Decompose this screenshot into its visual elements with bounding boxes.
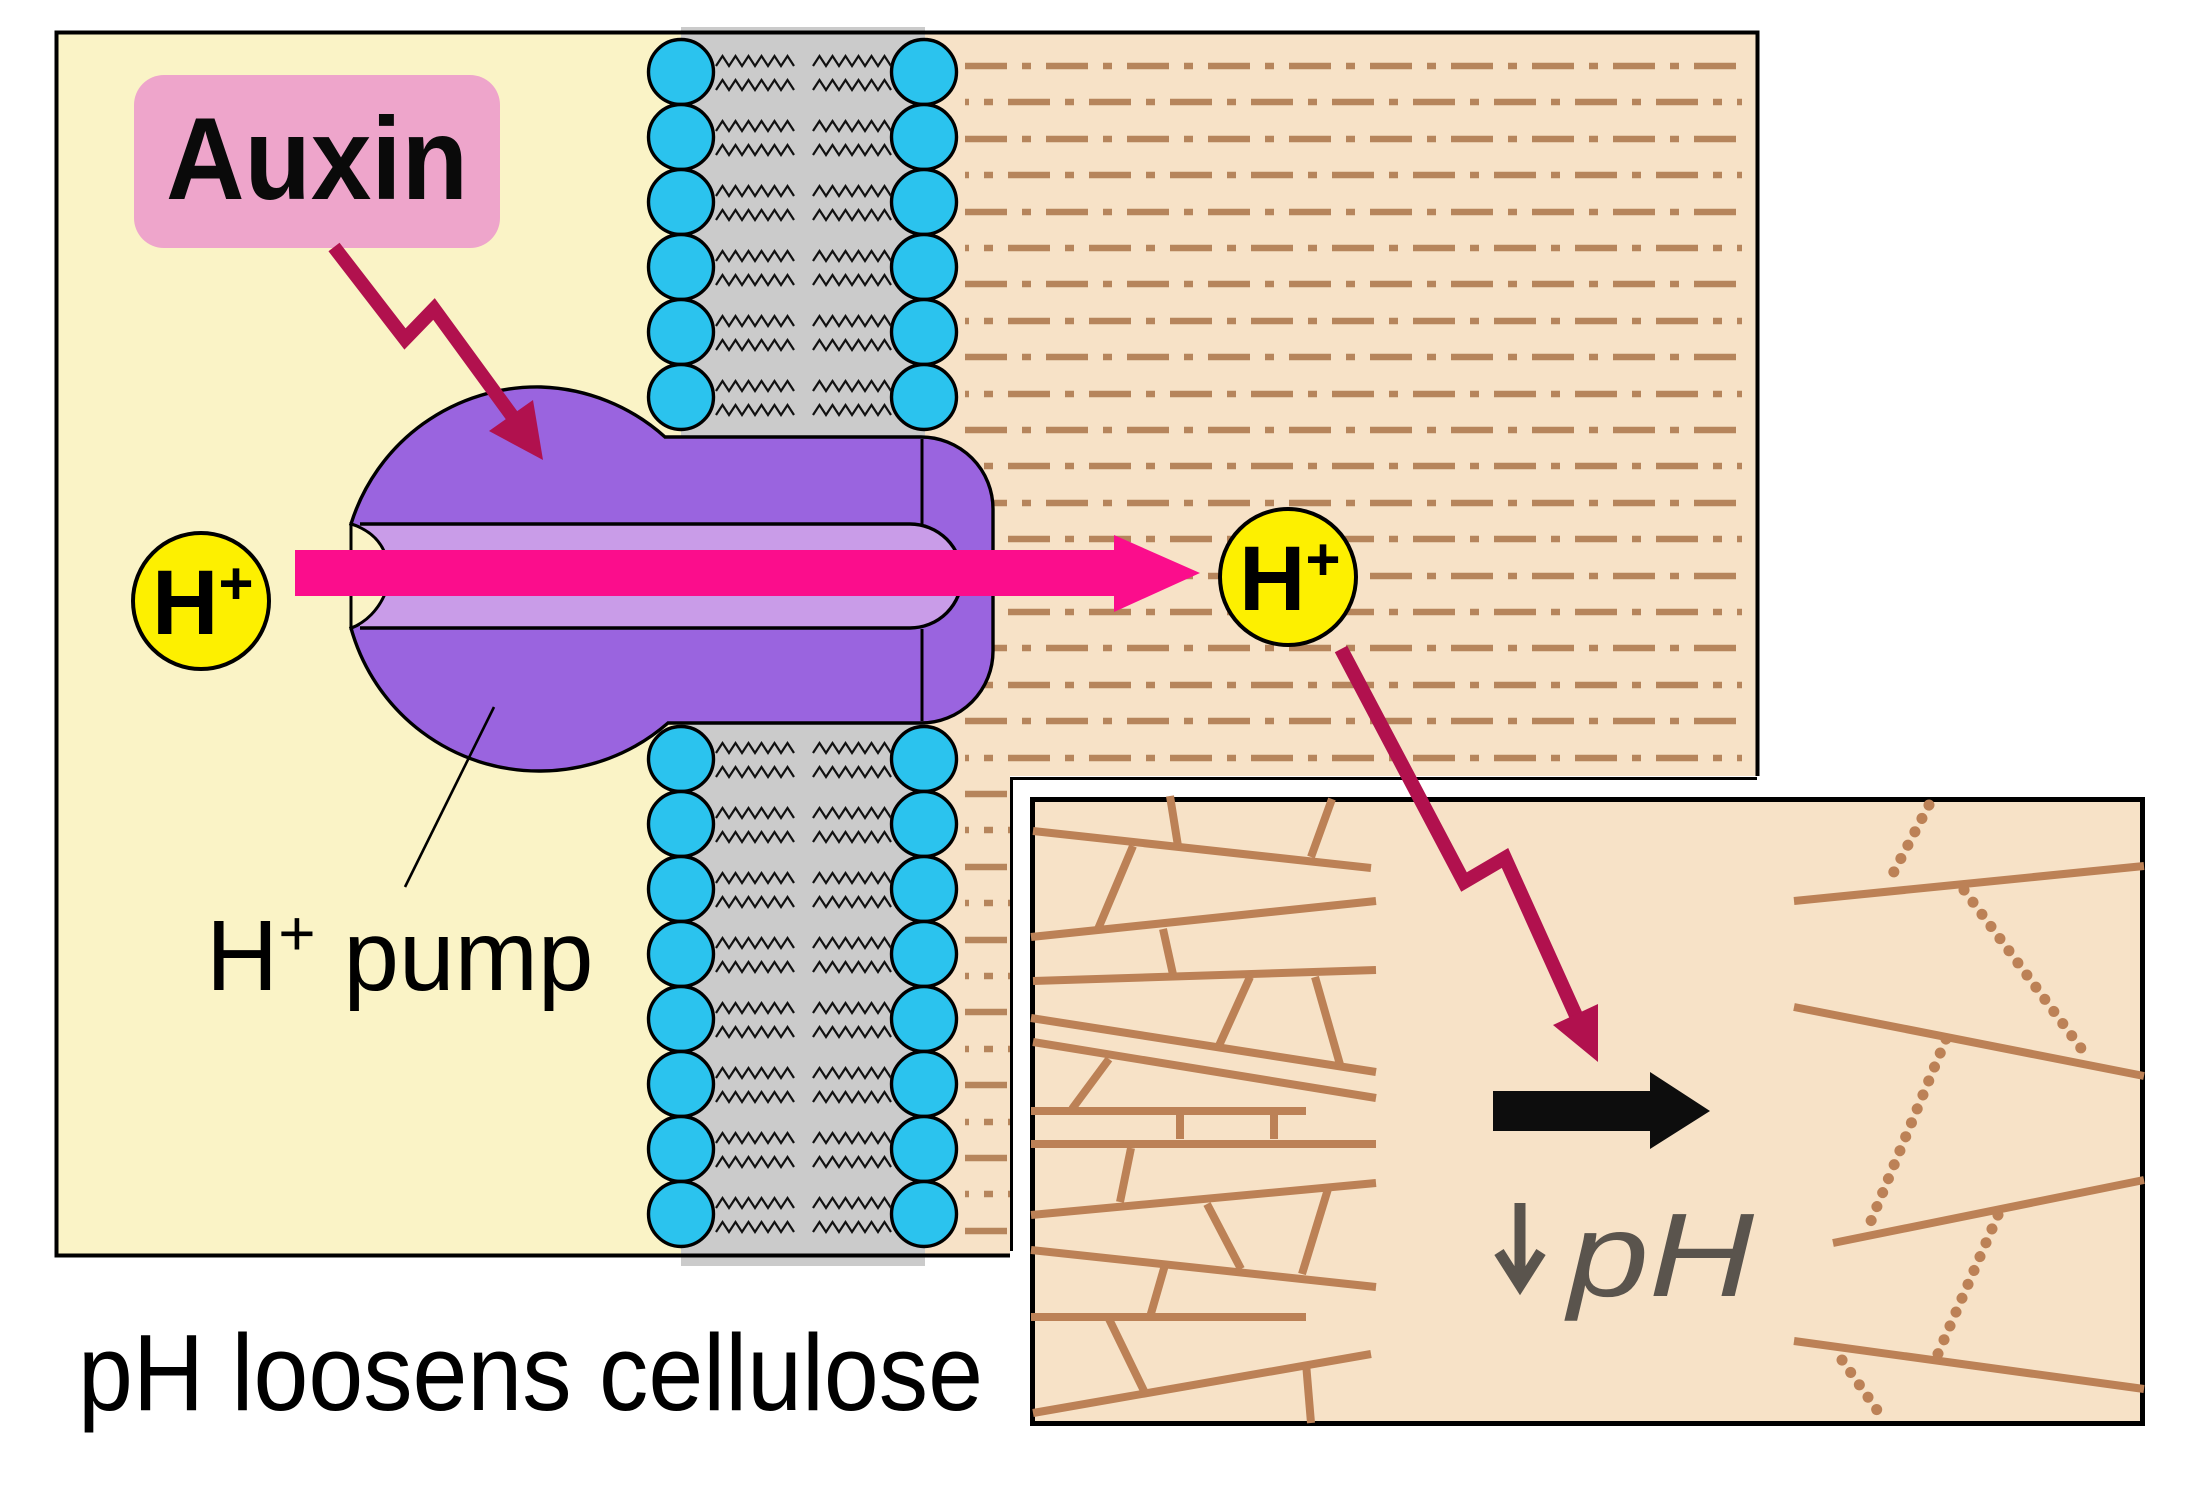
- svg-text:pH loosens cellulose: pH loosens cellulose: [78, 1312, 983, 1434]
- svg-text:H+ pump: H+ pump: [206, 897, 594, 1012]
- svg-text:Auxin: Auxin: [166, 93, 468, 224]
- svg-text:pH: pH: [1564, 1189, 1755, 1322]
